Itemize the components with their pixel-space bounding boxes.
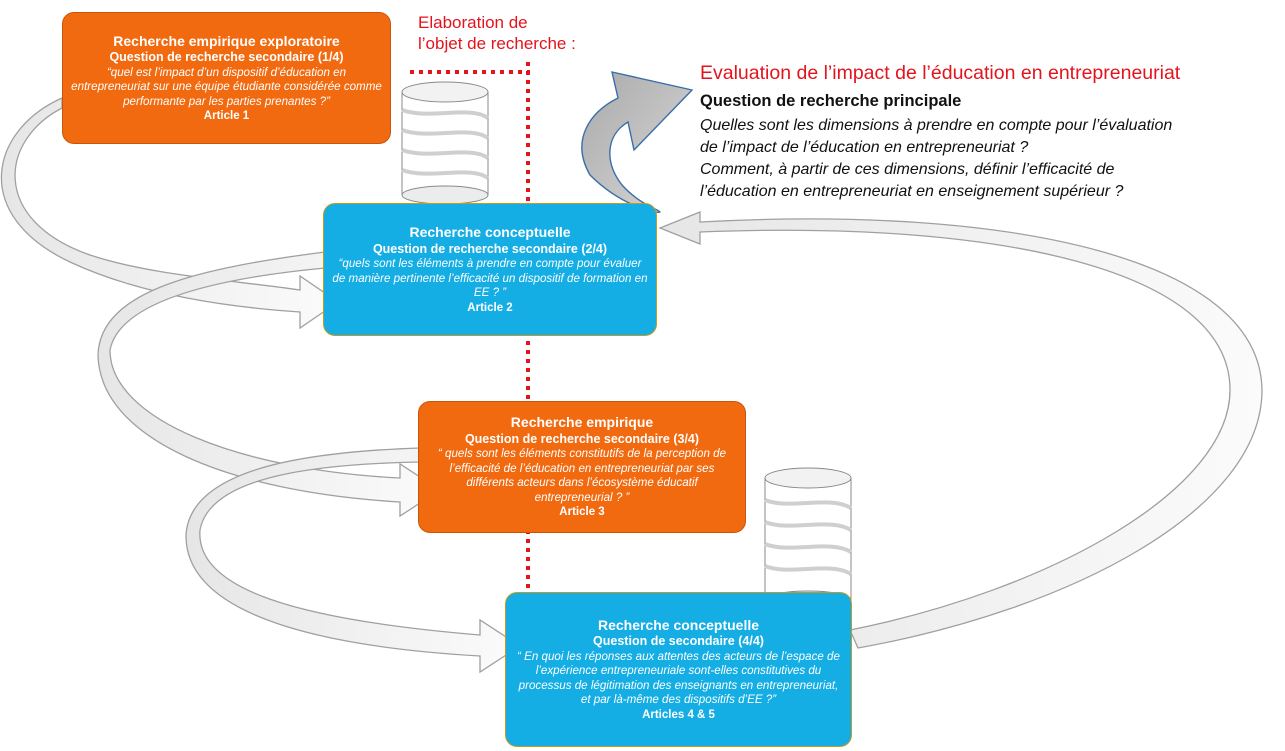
elaboration-label: Elaboration de l’objet de recherche : [418, 12, 638, 55]
box-2-question: “quels sont les éléments à prendre en co… [332, 257, 648, 300]
box-1-title: Recherche empirique exploratoire [113, 32, 340, 49]
research-box-2: Recherche conceptuelle Question de reche… [323, 203, 657, 336]
main-question-line-1: Quelles sont les dimensions à prendre en… [700, 117, 1173, 134]
cylinder-diagram-2 [764, 467, 853, 610]
box-3-title: Recherche empirique [510, 414, 654, 431]
spiral-arrow-2 [97, 251, 442, 518]
box-2-title: Recherche conceptuelle [409, 224, 571, 241]
box-1-article: Article 1 [203, 110, 250, 123]
box-4-article: Articles 4 & 5 [642, 708, 715, 721]
box-4-title: Recherche conceptuelle [597, 616, 760, 633]
main-question-line-4: l’éducation en entrepreneuriat en enseig… [700, 182, 1124, 200]
main-question-arrow [581, 71, 694, 213]
red-dotted-line [410, 62, 530, 598]
box-3-question: “ quels sont les éléments constitutifs d… [437, 447, 727, 504]
main-subtitle: Question de recherche principale [700, 92, 962, 110]
spiral-arrow-3 [185, 447, 522, 674]
box-2-article: Article 2 [467, 301, 513, 314]
box-1-subtitle: Question de recherche secondaire (1/4) [109, 50, 344, 65]
cylinder-diagram-1 [401, 81, 490, 205]
research-box-3: Recherche empirique Question de recherch… [418, 401, 746, 533]
box-3-subtitle: Question de recherche secondaire (3/4) [464, 431, 700, 446]
box-2-subtitle: Question de recherche secondaire (2/4) [372, 241, 608, 256]
main-question-line-3: Comment, à partir de ces dimensions, déf… [700, 160, 1115, 178]
box-4-subtitle: Question de secondaire (4/4) [593, 634, 764, 649]
spiral-arrow-4 [658, 211, 1263, 649]
spiral-arrow-1 [0, 96, 340, 330]
box-4-question: “ En quoi les réponses aux attentes des … [517, 649, 840, 707]
box-1-question: “quel est l’impact d’un dispositif d’édu… [71, 65, 382, 108]
research-box-4: Recherche conceptuelle Question de secon… [505, 592, 852, 747]
elaboration-label-line-2: l’objet de recherche : [418, 34, 576, 54]
main-question-line-2: de l’impact de l’éducation en entreprene… [700, 138, 1029, 156]
elaboration-label-line-1: Elaboration de [418, 13, 528, 32]
main-title: Evaluation de l’impact de l’éducation en… [700, 62, 1181, 84]
main-questions: Quelles sont les dimensions à prendre en… [700, 115, 1280, 203]
box-3-article: Article 3 [559, 506, 605, 519]
research-box-1: Recherche empirique exploratoire Questio… [62, 12, 391, 144]
